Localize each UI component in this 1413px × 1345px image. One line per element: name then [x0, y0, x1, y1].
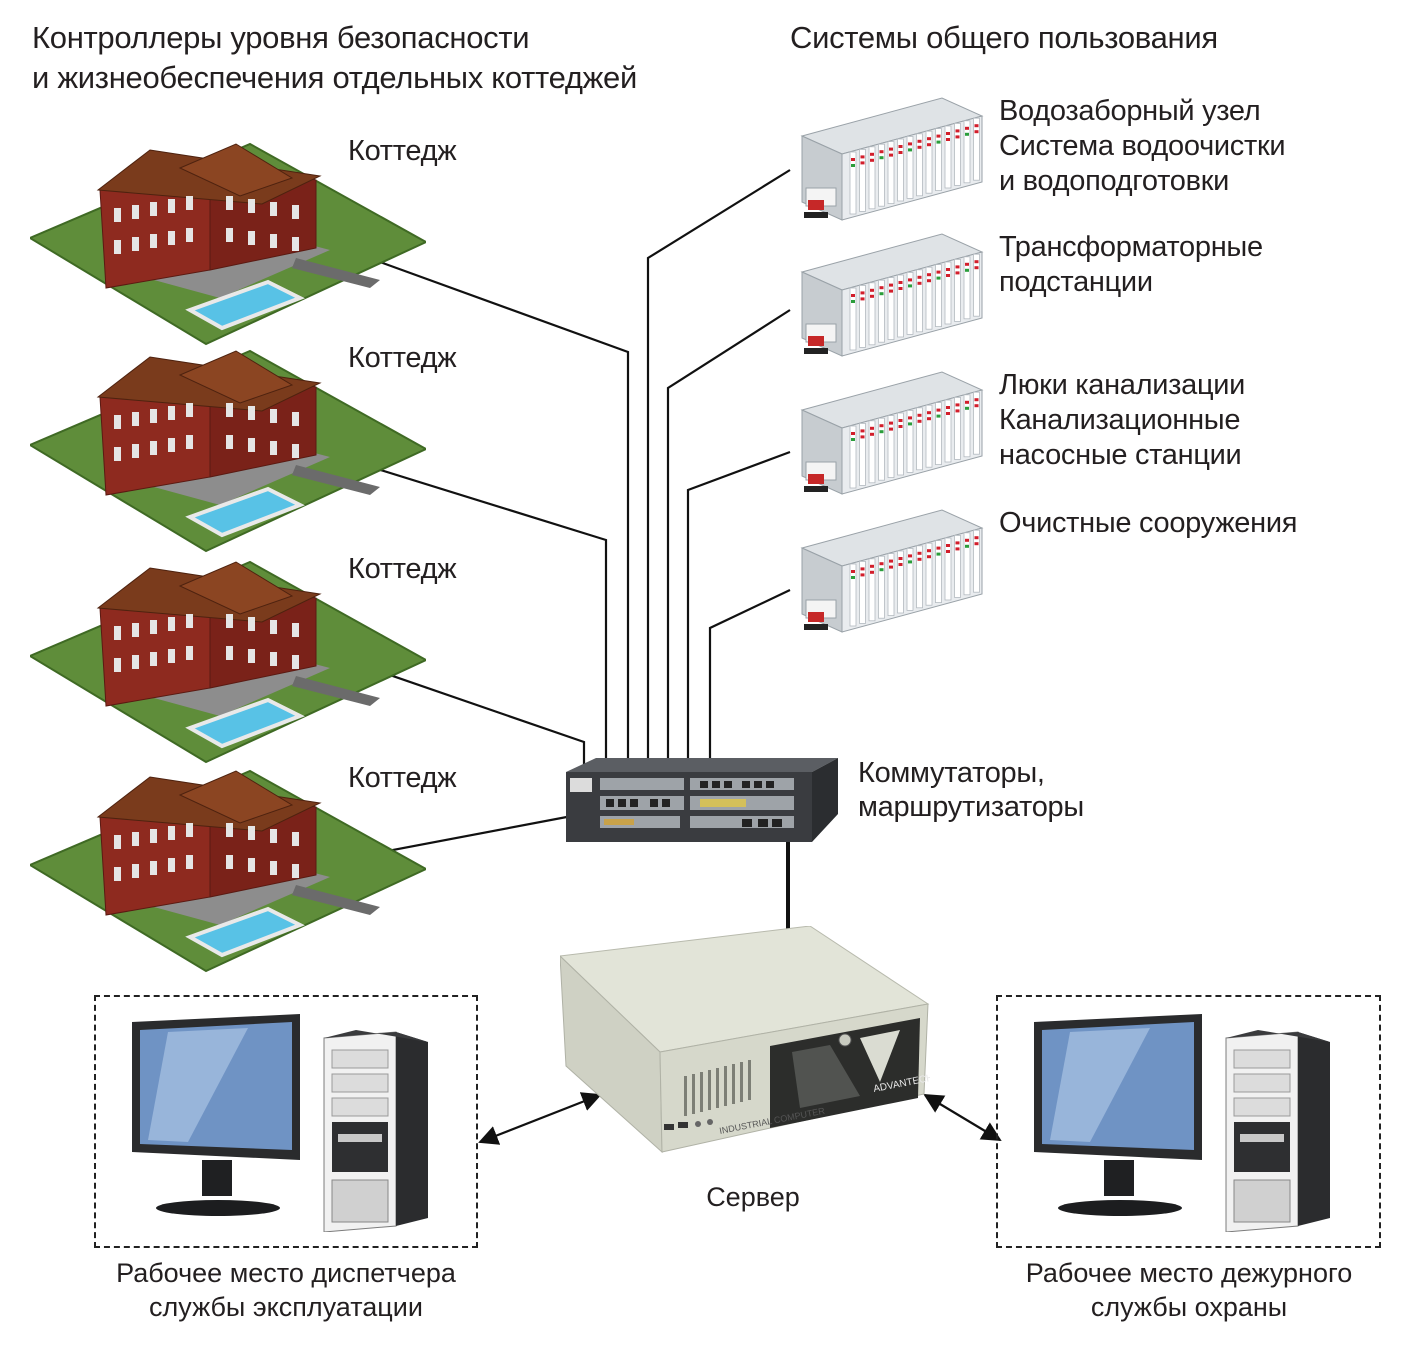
heading-line-1: Контроллеры уровня безопасности: [32, 20, 530, 55]
wire-controller-4: [708, 589, 791, 768]
controller-label-line: подстанции: [999, 266, 1153, 298]
wire-cottage-2: [299, 443, 608, 768]
arrow-guard-server: [923, 1093, 1002, 1142]
network-switch: [566, 758, 838, 842]
guard-caption: Рабочее место дежурного службы охраны: [998, 1256, 1380, 1324]
arrow-dispatcher-server: [478, 1092, 602, 1145]
controller-module: [800, 509, 984, 633]
controller-label-line: Трансформаторные: [999, 231, 1263, 263]
dispatcher-caption: Рабочее место диспетчера службы эксплуат…: [96, 1256, 476, 1324]
controller-label-line: и водоподготовки: [999, 165, 1230, 197]
guard-caption-line-2: службы охраны: [1090, 1292, 1288, 1322]
switch-label: Коммутаторы, маршрутизаторы: [858, 756, 1084, 824]
wire-cottage-1: [299, 231, 630, 768]
cottage-image: [30, 142, 426, 346]
controller-label-line: Канализационные: [999, 404, 1241, 436]
cottage-image: [30, 560, 426, 764]
cottage-label: Коттедж: [348, 135, 457, 167]
controller-module: [800, 233, 984, 357]
controller-label-line: Система водоочистки: [999, 130, 1286, 162]
wire-controller-2: [666, 309, 791, 768]
cottage-image: [30, 349, 426, 553]
guard-caption-line-1: Рабочее место дежурного: [1025, 1258, 1353, 1288]
wire-controller-1: [646, 169, 791, 768]
cottage-label: Коттедж: [348, 342, 457, 374]
heading-line-2: и жизнеобеспечения отдельных коттеджей: [32, 60, 638, 95]
cottage-label: Коттедж: [348, 762, 457, 794]
controller-label-line: Люки канализации: [999, 369, 1246, 401]
switch-label-line-1: Коммутаторы,: [858, 757, 1045, 789]
dispatcher-workstation-frame: [94, 995, 478, 1248]
workstation-pc: [132, 1014, 428, 1232]
controller-label-line: насосные станции: [999, 439, 1242, 471]
cottage-controllers-heading: Контроллеры уровня безопасности и жизнео…: [32, 18, 637, 98]
controller-module: [800, 97, 984, 221]
controller-label: Очистные сооружения: [999, 506, 1297, 541]
guard-workstation-frame: [996, 995, 1381, 1248]
server-label: Сервер: [706, 1182, 800, 1212]
switch-label-line-2: маршрутизаторы: [858, 791, 1084, 823]
workstation-pc: [1034, 1014, 1330, 1232]
cottage-label: Коттедж: [348, 553, 457, 585]
cottage-image: [30, 769, 426, 973]
controller-label-line: Водозаборный узел: [999, 95, 1261, 127]
wire-cottage-3: [299, 642, 586, 768]
dispatcher-caption-line-2: службы эксплуатации: [149, 1292, 423, 1322]
wire-controller-3: [686, 450, 791, 768]
controller-module: [800, 371, 984, 495]
dispatcher-caption-line-1: Рабочее место диспетчера: [116, 1258, 456, 1288]
server-computer: ADVANTECH INDUSTRIAL COMPUTER: [560, 926, 930, 1154]
public-systems-heading: Системы общего пользования: [790, 20, 1218, 55]
controller-label-line: Очистные сооружения: [999, 507, 1298, 539]
